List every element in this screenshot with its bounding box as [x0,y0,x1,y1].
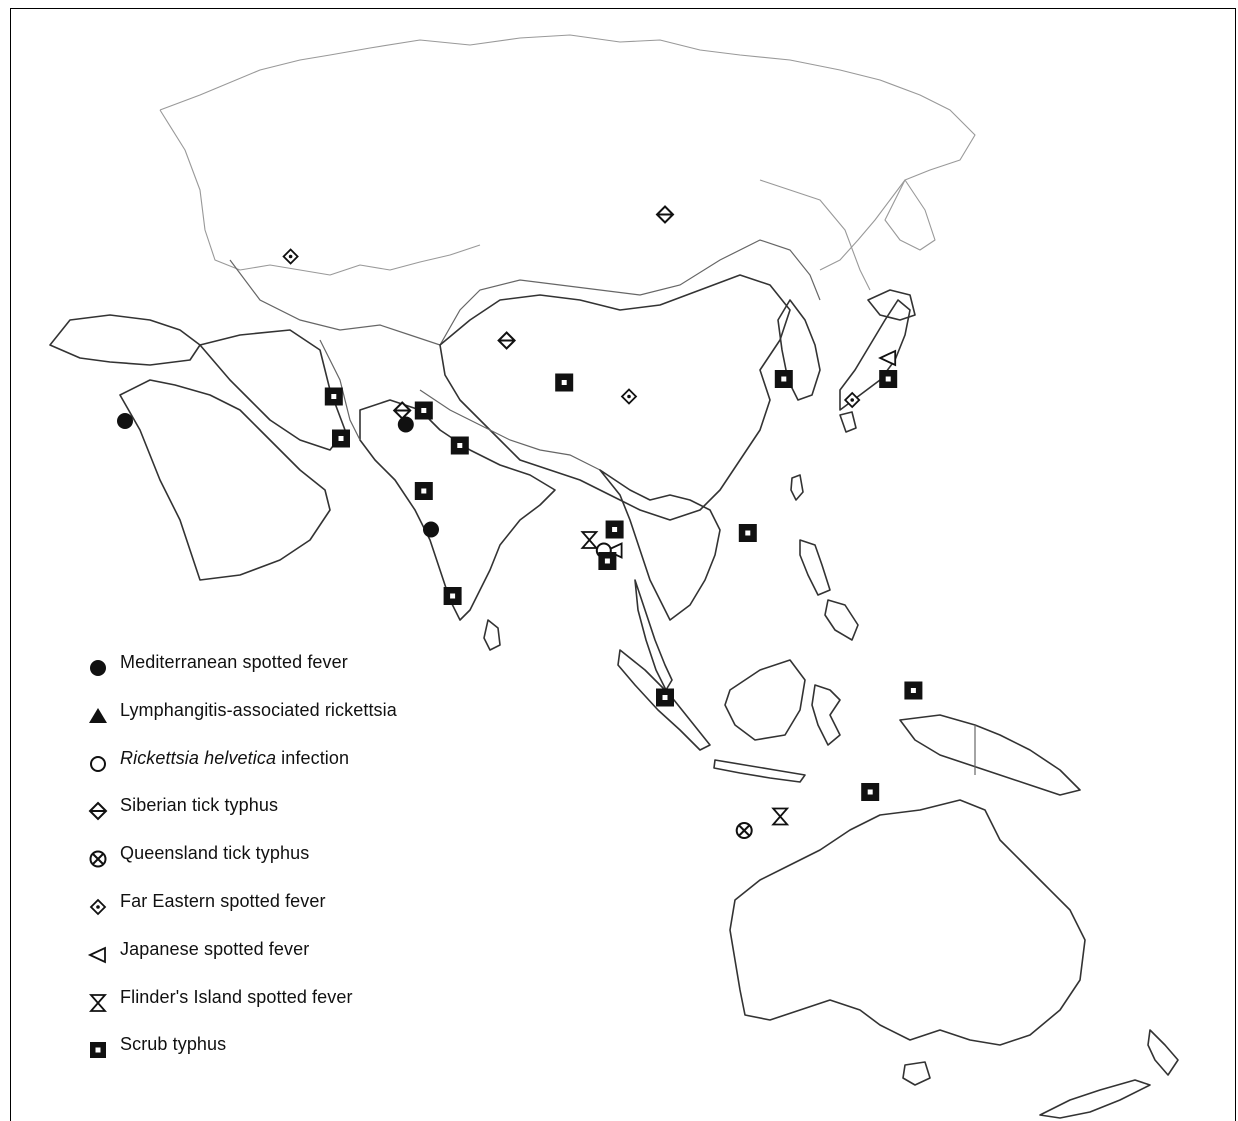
australia [729,799,1086,1046]
central-asia-border [229,239,821,346]
figure-frame [10,8,1236,1121]
legend-label-rest: infection [276,747,350,768]
fareastern-marker [282,248,299,265]
triangle-left-icon [87,946,106,964]
korea [777,299,821,401]
china-outline [439,274,791,521]
scrub-marker [879,370,898,388]
filled-circle-icon [90,660,106,676]
scrub-marker [605,520,624,539]
tasmania [902,1061,931,1086]
siberian-marker [392,401,412,420]
legend-label: Mediterranean spotted fever [120,652,348,672]
fareastern-marker [620,388,638,405]
new-guinea [899,714,1081,796]
legend-label: Queensland tick typhus [120,843,310,864]
scrub-marker [324,387,343,406]
japan-honshu [839,299,911,411]
mediterranean-marker [117,413,133,429]
scrub-marker [738,524,757,542]
diamond-line-icon [88,801,108,821]
legend-label: Scrub typhus [120,1034,227,1055]
japanese-marker [878,349,897,367]
arabia [119,379,331,581]
taiwan [790,474,804,501]
japan-kyushu [839,411,857,433]
sumatra [617,649,711,751]
himalaya-border [419,389,601,471]
square-dot-icon [90,1042,106,1059]
russia-pacific [759,179,871,291]
scrub-marker [656,688,674,707]
sri-lanka [483,619,501,651]
mediterranean-marker [397,416,414,433]
russia-west [159,109,481,276]
iran-region [199,329,346,451]
new-zealand-south [1039,1079,1151,1119]
scrub-marker [414,401,433,420]
legend-label: Lymphangitis-associated rickettsia [120,699,397,720]
legend-label: Far Eastern spotted fever [120,890,326,911]
siberian-marker [655,205,675,224]
scrub-marker [332,429,350,448]
java [713,759,806,783]
flinders-marker [580,531,599,549]
disease-markers [117,205,923,839]
mediterranean-marker [423,521,439,538]
kamchatka [884,179,936,251]
turkey [49,314,201,366]
philippines-south [824,599,859,641]
legend-label: Siberian tick typhus [120,795,279,816]
scrub-marker [414,482,433,500]
filled-triangle-icon [89,707,107,723]
scrub-marker [555,373,574,392]
siberian-marker [497,331,517,350]
fareastern-marker [843,391,861,409]
scrub-marker [904,681,923,700]
borneo [724,659,806,741]
queensland-marker [735,822,753,839]
scrub-marker [450,436,469,455]
legend-label: Japanese spotted fever [120,938,310,959]
scrub-marker [598,552,617,570]
sulawesi [811,684,841,746]
russia-north-coast [159,34,976,271]
legend-label-italic: Rickettsia helvetica [120,747,277,768]
open-circle-icon [90,755,106,772]
legend-label: Flinder's Island spotted fever [120,986,353,1007]
legend-label: Rickettsia helvetica infection [120,748,349,769]
pakistan-border [319,339,361,441]
hourglass-icon [89,993,107,1012]
scrub-marker [774,370,793,388]
scrub-marker [861,783,880,801]
indochina [599,469,721,621]
japan-hokkaido [867,289,916,321]
circle-x-icon [89,850,107,868]
new-zealand-north [1147,1029,1179,1076]
philippines-luzon [799,539,831,596]
flinders-marker [771,807,790,826]
scrub-marker [443,587,462,605]
malay-peninsula [634,579,673,691]
diamond-dot-icon [89,898,107,916]
